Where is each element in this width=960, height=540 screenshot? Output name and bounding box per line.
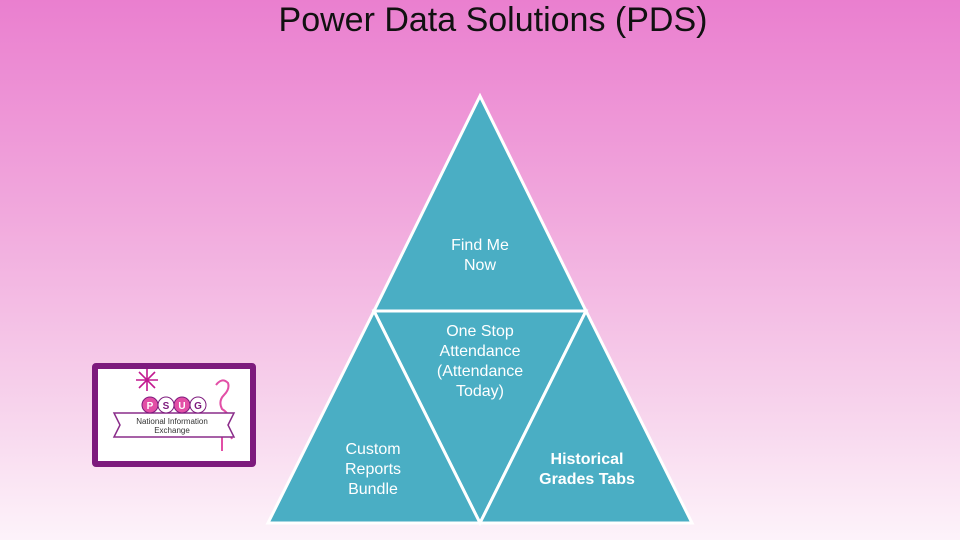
logo-letter-g: G — [194, 401, 202, 412]
psug-logo-graphic: P S U G National Information Exchange — [112, 369, 236, 451]
logo-letter-p: P — [147, 401, 154, 412]
pyramid-bottom-left-triangle[interactable] — [265, 307, 483, 525]
label-find-me-now: Find Me Now — [451, 237, 509, 274]
label-historical-grades-tabs: Historical Grades Tabs — [539, 451, 635, 488]
logo-line-2: Exchange — [154, 426, 190, 435]
psug-logo: P S U G National Information Exchange — [92, 363, 256, 467]
logo-letter-u: U — [178, 401, 185, 412]
pyramid-bottom-right-triangle[interactable] — [477, 307, 695, 525]
slide-title: Power Data Solutions (PDS) — [278, 1, 708, 39]
logo-line-1: National Information — [136, 417, 208, 426]
label-one-stop-attendance: One Stop Attendance (Attendance Today) — [436, 323, 524, 400]
logo-letter-s: S — [163, 401, 170, 412]
sparkle-icon — [136, 369, 158, 391]
sign-shape — [112, 412, 236, 438]
pyramid-top-triangle[interactable] — [371, 92, 589, 313]
psug-letters: P S U G — [141, 396, 207, 414]
label-custom-reports-bundle: Custom Reports Bundle — [344, 441, 402, 498]
